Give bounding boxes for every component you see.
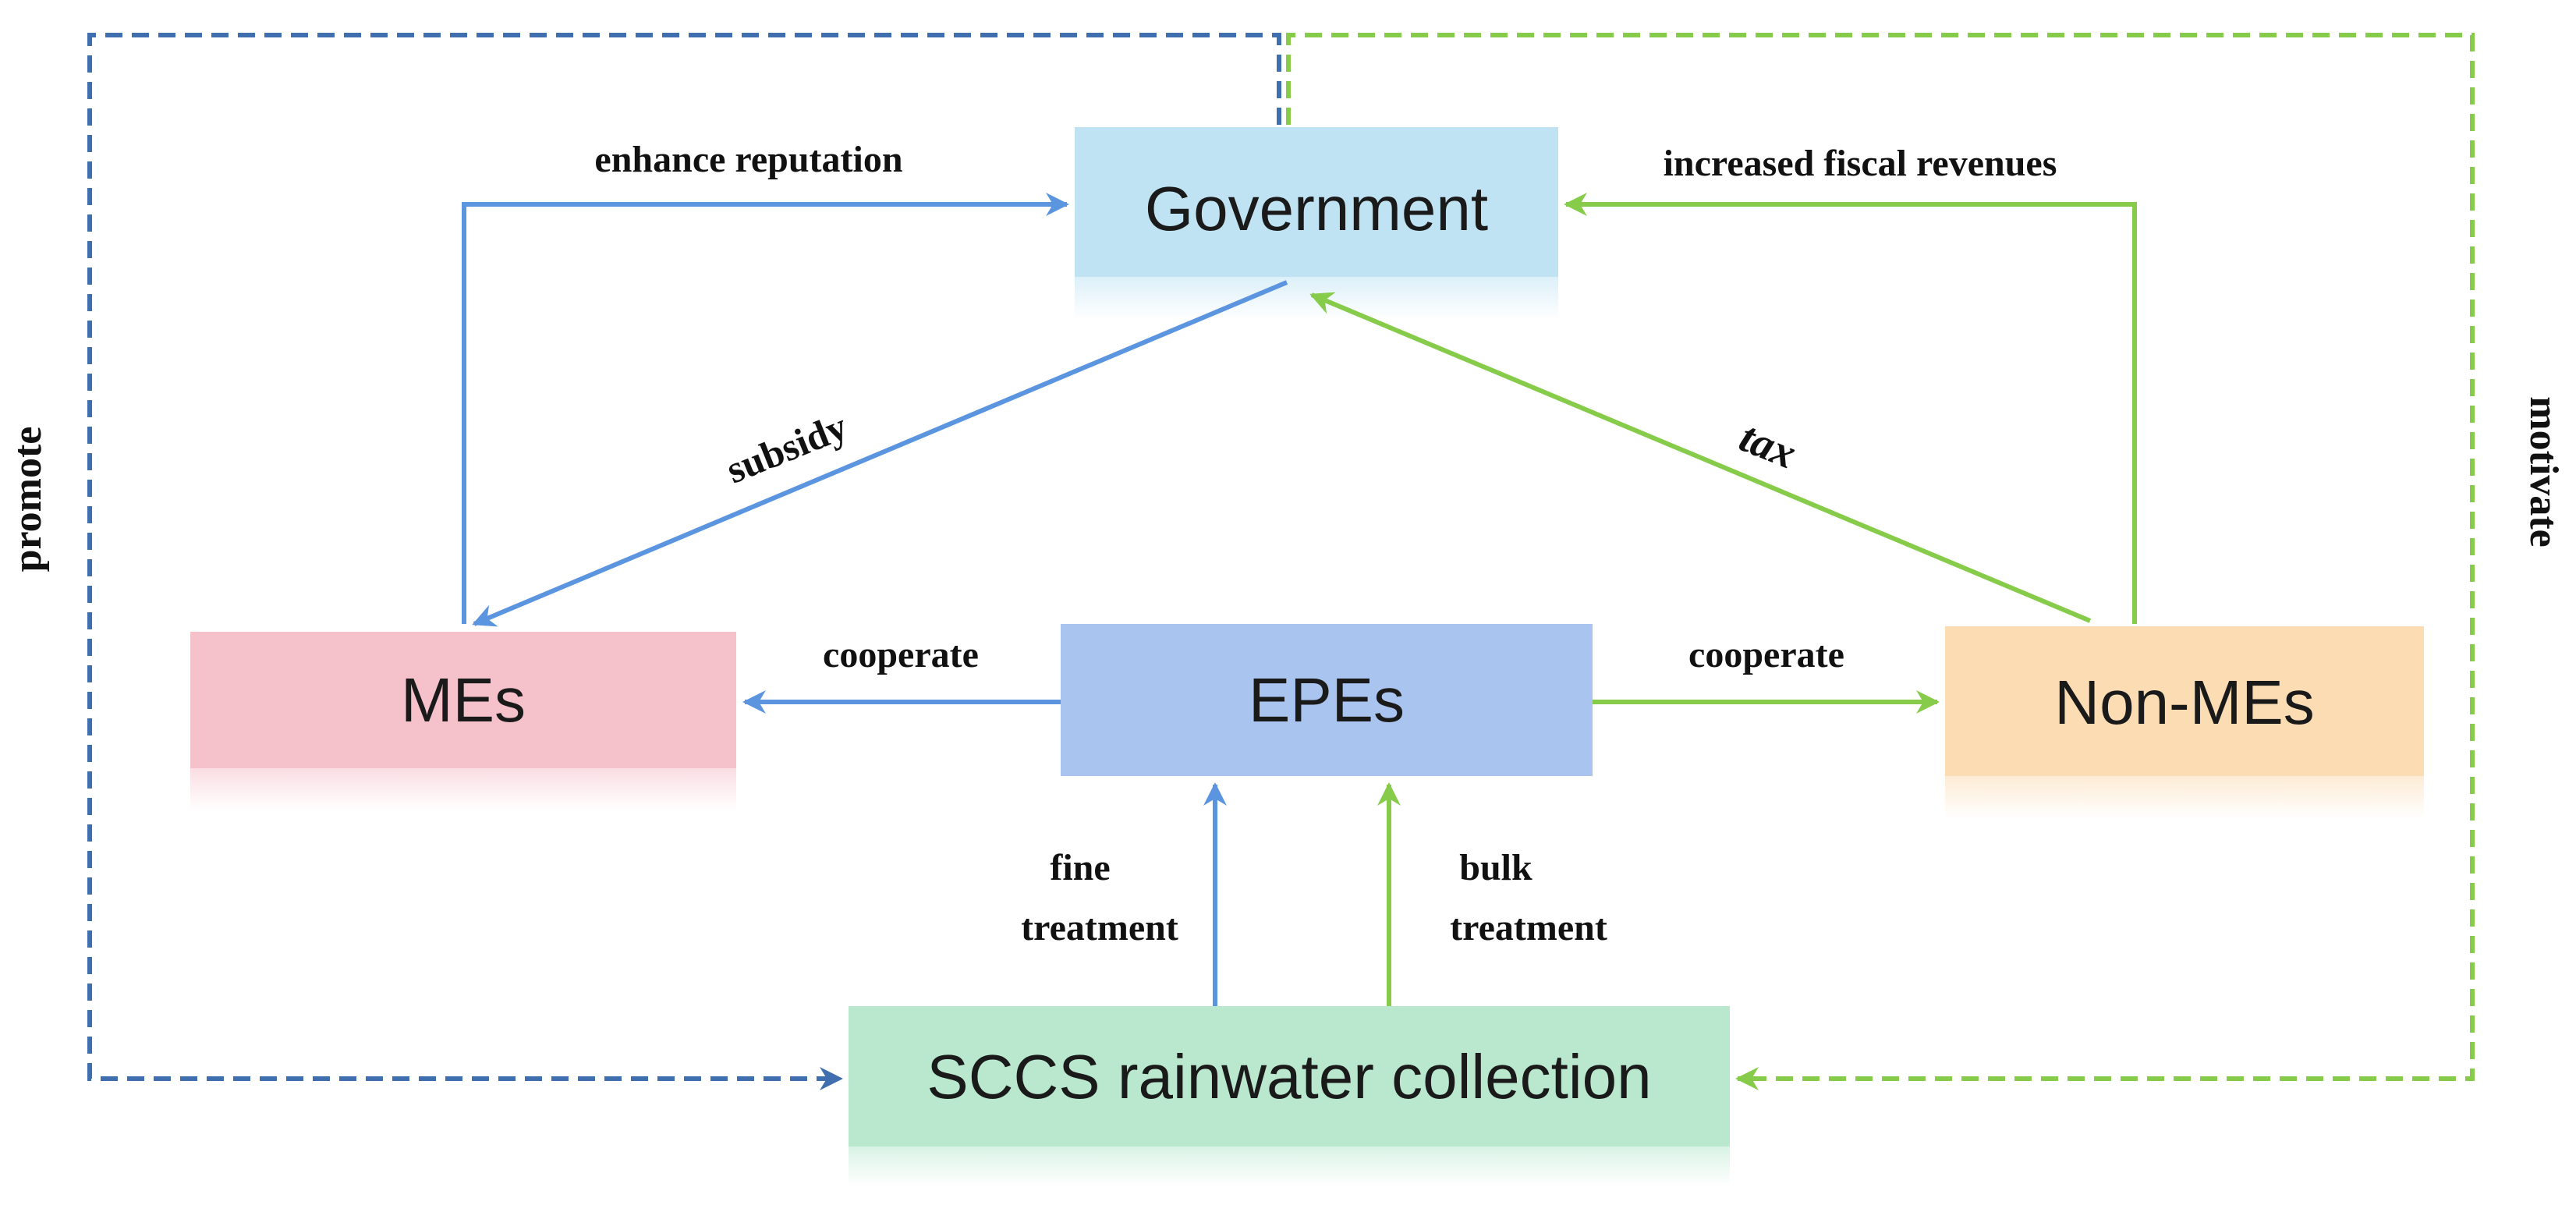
enhance-reputation-label: enhance reputation bbox=[594, 139, 902, 180]
promote-dashed-arrow bbox=[87, 33, 1281, 1090]
epes-label: EPEs bbox=[1249, 665, 1405, 735]
cooperate-left-label: cooperate bbox=[823, 634, 979, 675]
non-mes-box bbox=[1945, 626, 2424, 776]
government-node: Government bbox=[1075, 127, 1558, 277]
non-mes-shadow bbox=[1945, 776, 2424, 819]
promote-label: promote bbox=[5, 427, 50, 572]
motivate-label: motivate bbox=[2521, 396, 2566, 547]
bulk-treatment-label-line2: treatment bbox=[1450, 907, 1607, 948]
motivate-dashed-arrow bbox=[1286, 33, 2475, 1090]
subsidy-arrow bbox=[472, 280, 1288, 627]
mes-shadow bbox=[190, 768, 736, 811]
epes-box bbox=[1061, 624, 1593, 776]
mes-label: MEs bbox=[401, 665, 526, 735]
sccs-box bbox=[849, 1006, 1730, 1147]
cooperate-right-label: cooperate bbox=[1688, 634, 1844, 675]
enhance-reputation-arrow bbox=[462, 193, 1069, 624]
tax-label: tax bbox=[1733, 413, 1803, 478]
non-mes-label: Non-MEs bbox=[2054, 668, 2314, 737]
subsidy-label: subsidy bbox=[720, 404, 852, 491]
mes-node: MEs bbox=[190, 632, 736, 768]
tax-arrow bbox=[1309, 292, 2092, 623]
increased-fiscal-revenues-label: increased fiscal revenues bbox=[1664, 143, 2057, 184]
government-box bbox=[1075, 127, 1558, 277]
epes-node: EPEs bbox=[1061, 624, 1593, 776]
fine-treatment-label-line2: treatment bbox=[1021, 907, 1178, 948]
increased-fiscal-revenues-arrow bbox=[1564, 193, 2137, 624]
sccs-node: SCCS rainwater collection bbox=[849, 1006, 1730, 1147]
non-mes-node: Non-MEs bbox=[1945, 626, 2424, 776]
sccs-shadow bbox=[849, 1147, 1730, 1186]
sccs-label: SCCS rainwater collection bbox=[927, 1042, 1651, 1111]
bulk-treatment-label-line1: bulk bbox=[1459, 847, 1532, 888]
mes-box bbox=[190, 632, 736, 768]
government-label: Government bbox=[1145, 174, 1488, 243]
fine-treatment-label-line1: fine bbox=[1050, 847, 1110, 888]
